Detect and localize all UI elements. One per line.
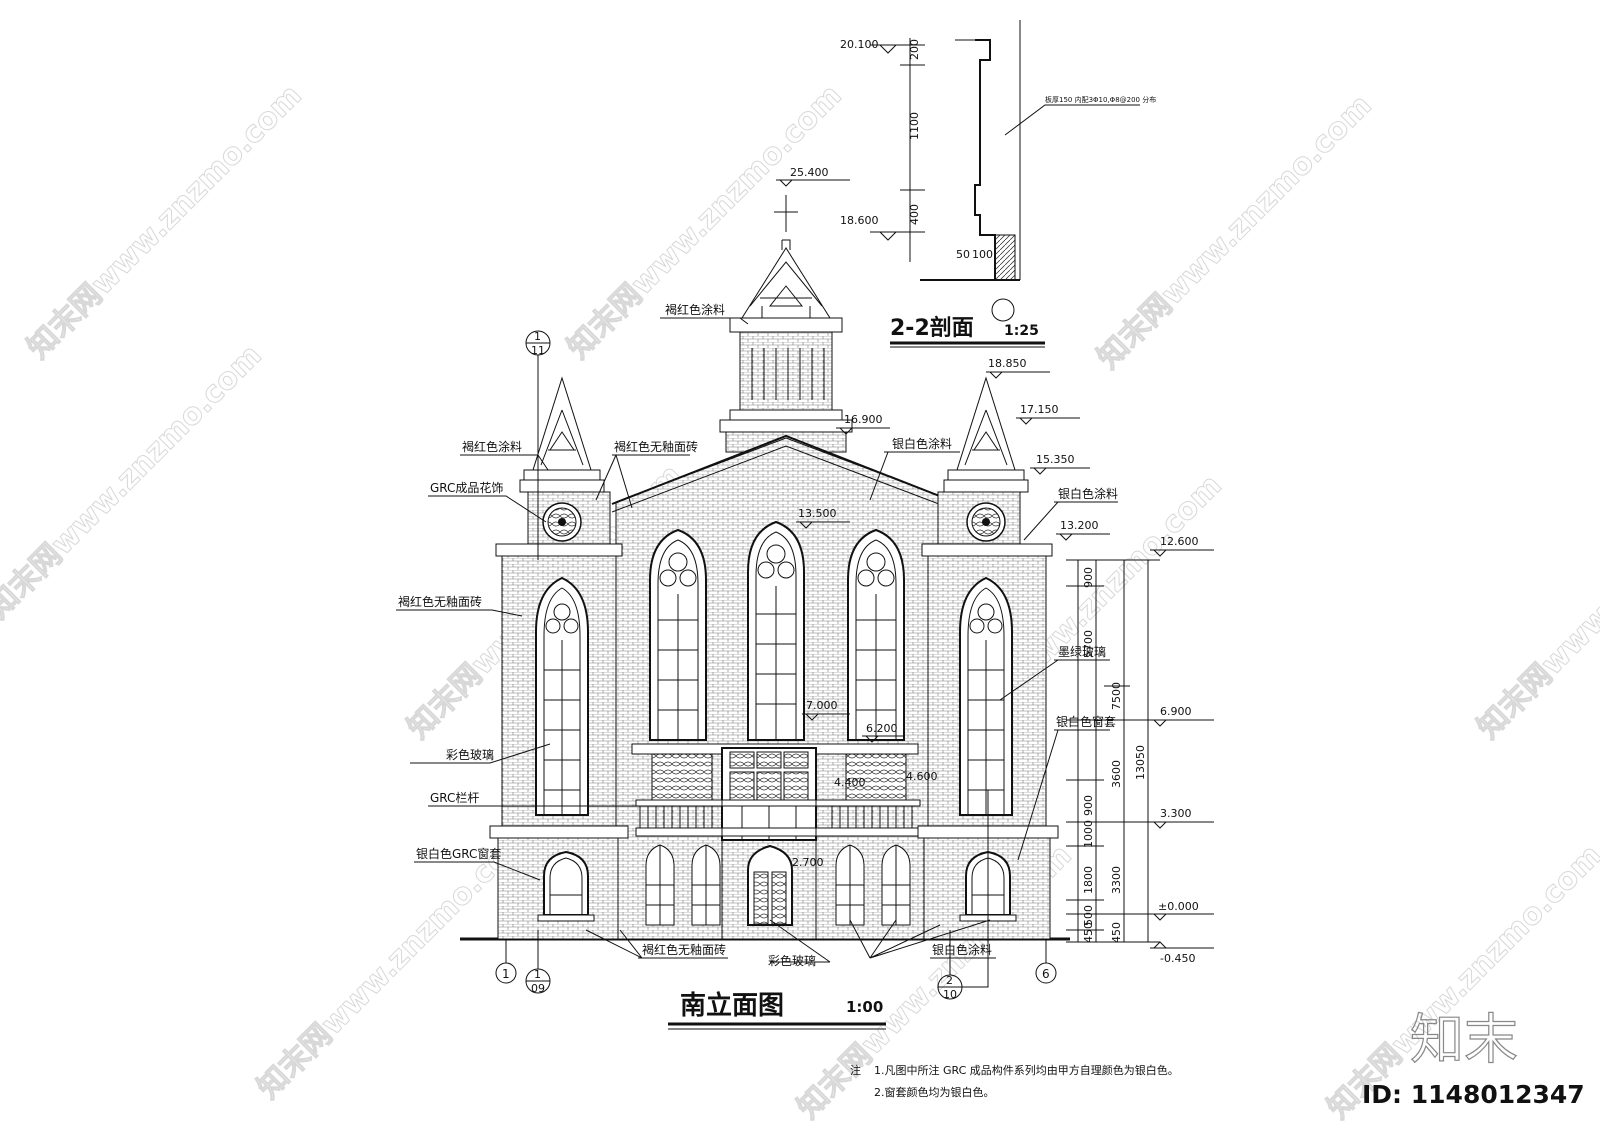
- watermark-text: 知末网www.znzmo.com: [1091, 88, 1379, 376]
- level-16900: 16.900: [844, 413, 883, 426]
- level-0: ±0.000: [1158, 900, 1199, 913]
- section-index-circle: [991, 298, 1015, 322]
- level-13500: 13.500: [798, 507, 837, 520]
- level-13200: 13.200: [1060, 519, 1099, 532]
- dim-450: 450: [1082, 922, 1095, 943]
- label-silver-paint-top: 银白色涂料: [892, 436, 952, 451]
- label-silver-paint-bottom: 银白色涂料: [932, 942, 992, 957]
- dim-7500: 7500: [1110, 682, 1123, 710]
- section-title: 2-2剖面: [890, 315, 974, 341]
- brand-id: ID: 1148012347: [1362, 1080, 1585, 1109]
- section-dim: 200: [908, 39, 921, 60]
- label-dark-green-glass: 墨绿玻璃: [1058, 644, 1106, 659]
- label-brick-bottom: 褐红色无釉面砖: [642, 942, 726, 957]
- brand-logo: 知末: [1410, 1008, 1518, 1071]
- callout-bottom: 09: [531, 982, 545, 995]
- level-7000: 7.000: [806, 699, 838, 712]
- label-grc-flower: GRC成品花饰: [430, 480, 503, 495]
- dim-3300: 3300: [1110, 866, 1123, 894]
- left-tower: [489, 376, 629, 940]
- dim-13050: 13050: [1134, 745, 1147, 780]
- elevation-title: 南立面图: [680, 990, 784, 1021]
- label-colored-glass-bottom: 彩色玻璃: [768, 954, 816, 968]
- callout-bottom: 11: [531, 344, 545, 357]
- label-silver-window-frame: 银白色窗套: [1056, 714, 1116, 729]
- notes: 注 1.凡图中所注 GRC 成品构件系列均由甲方自理颜色为银白色。 2.窗套颜色…: [850, 1063, 1179, 1099]
- dim-500: 500: [1082, 905, 1095, 926]
- callout-bottom: 10: [943, 988, 957, 1001]
- callout-top: 2: [946, 974, 953, 987]
- dim-900b: 900: [1082, 795, 1095, 816]
- dim-3600: 3600: [1110, 760, 1123, 788]
- watermark-text: 知末网www.znzmo.com: [1471, 458, 1600, 746]
- dim-5700: 5700: [1082, 630, 1095, 658]
- axis-left: 1: [502, 967, 510, 981]
- level-4600: 4.600: [906, 770, 938, 783]
- level-2700: 2.700: [792, 856, 824, 869]
- level-18850: 18.850: [988, 357, 1027, 370]
- label-brick-left-top: 褐红色无釉面砖: [614, 439, 698, 454]
- ground-windows: [645, 844, 911, 926]
- central-window-right: [847, 528, 905, 741]
- brand: 知末 ID: 1148012347: [1362, 1007, 1585, 1109]
- elevation-scale: 1:00: [846, 998, 883, 1016]
- dim-450b: 450: [1110, 922, 1123, 943]
- watermark-text: 知末网www.znzmo.com: [21, 78, 309, 366]
- callouts: 1 11 1 1 09 2 10 6: [495, 330, 1057, 1001]
- material-labels: 褐红色涂料 褐红色涂料 褐红色无釉面砖 GRC成品花饰 褐红色无釉面砖 彩色玻璃…: [396, 302, 1118, 968]
- watermark-text: 知末网www.znzmo.com: [251, 818, 539, 1106]
- section-dim: 100: [972, 248, 993, 261]
- dim-1800: 1800: [1082, 866, 1095, 894]
- label-silver-paint-right: 银白色涂料: [1058, 486, 1118, 501]
- level-6900: 6.900: [1160, 705, 1192, 718]
- dim-1000: 1000: [1082, 820, 1095, 848]
- central-window-left: [649, 528, 707, 741]
- label-paint-left: 褐红色涂料: [462, 439, 522, 454]
- section-dim: 400: [908, 204, 921, 225]
- callout-top: 1: [534, 330, 541, 343]
- section-dim: 1100: [908, 112, 921, 140]
- section-note: 板厚150 内配3Φ10,Φ8@200 分布: [1045, 95, 1156, 104]
- level-15350: 15.350: [1036, 453, 1075, 466]
- section-detail: 20.100 18.600 200 1100 400 50 100 板厚150 …: [840, 20, 1156, 348]
- level-12600: 12.600: [1160, 535, 1199, 548]
- notes-line2: 2.窗套颜色均为银白色。: [874, 1085, 995, 1099]
- level-markers: 25.400 18.850 17.150 16.900 15.350 13.50…: [776, 166, 1214, 965]
- section-level-bottom: 18.600: [840, 214, 879, 227]
- watermark-text: 知末网www.znzmo.com: [0, 338, 269, 626]
- label-grc-window-frame: 银白色GRC窗套: [416, 846, 501, 861]
- elevation-title-block: 南立面图 1:00: [668, 990, 886, 1030]
- level-4400: 4.400: [834, 776, 866, 789]
- section-level-top: 20.100: [840, 38, 879, 51]
- notes-prefix: 注: [850, 1063, 861, 1077]
- level-17150: 17.150: [1020, 403, 1059, 416]
- axis-right: 6: [1042, 967, 1050, 981]
- label-brick-left: 褐红色无釉面砖: [398, 594, 482, 609]
- dimension-chain: 900 5700 7500 3600 900 1000 1800 3300 50…: [1066, 559, 1160, 943]
- callout-top: 1: [534, 968, 541, 981]
- level-6200: 6.200: [866, 722, 898, 735]
- section-scale: 1:25: [1004, 323, 1039, 339]
- dim-900: 900: [1082, 567, 1095, 588]
- level-3300: 3.300: [1160, 807, 1192, 820]
- section-dim: 50: [956, 248, 970, 261]
- label-grc-rail: GRC栏杆: [430, 790, 479, 805]
- church-elevation: [460, 195, 1070, 941]
- central-window-middle: [747, 520, 805, 741]
- notes-line1: 1.凡图中所注 GRC 成品构件系列均由甲方自理颜色为银白色。: [874, 1063, 1179, 1077]
- label-colored-glass-left: 彩色玻璃: [446, 748, 494, 762]
- level-minus-450: -0.450: [1160, 952, 1195, 965]
- level-25400: 25.400: [790, 166, 829, 179]
- label-paint-top: 褐红色涂料: [665, 302, 725, 317]
